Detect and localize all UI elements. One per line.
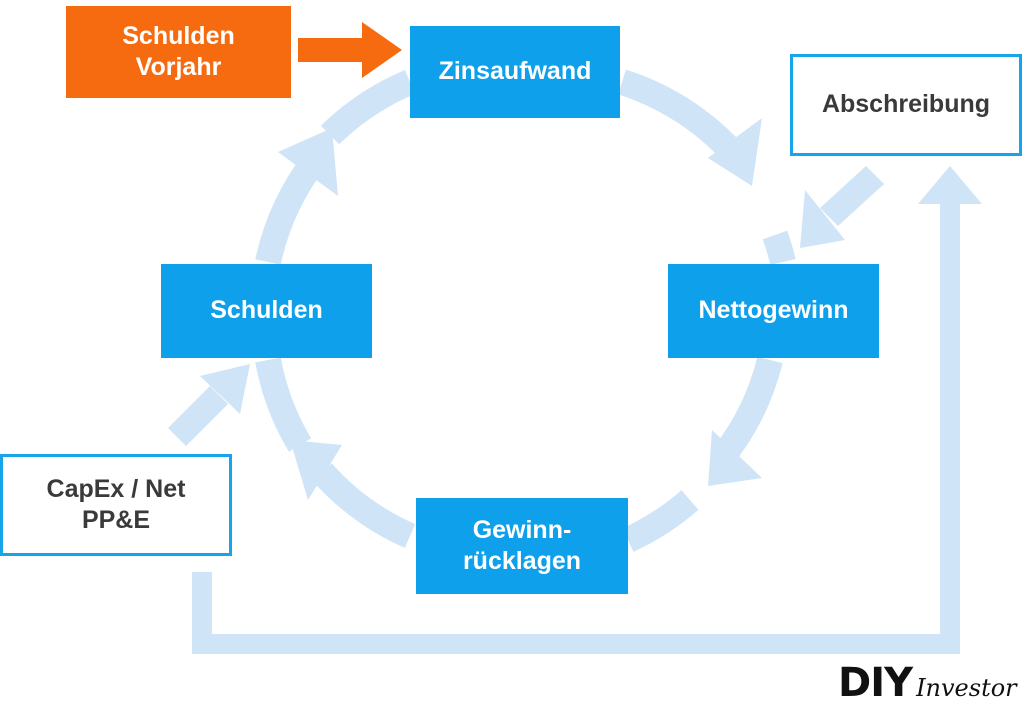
cycle-arc-top-left bbox=[320, 70, 416, 145]
schulden-vorjahr-box: Schulden Vorjahr bbox=[66, 6, 291, 98]
cycle-arc-gewinn-schulden bbox=[312, 463, 416, 548]
orange-arrow-shaft bbox=[298, 38, 368, 62]
zinsaufwand-box: Zinsaufwand bbox=[410, 26, 620, 118]
gewinnruecklagen-line1: Gewinn- bbox=[472, 515, 572, 544]
nettogewinn-box: Nettogewinn bbox=[668, 264, 879, 358]
cycle-arc-schulden-low bbox=[255, 357, 312, 452]
loop-right-leg bbox=[940, 200, 960, 654]
gewinnruecklagen-box: Gewinn- rücklagen bbox=[416, 498, 628, 594]
orange-arrowhead bbox=[362, 22, 402, 78]
logo-diy: DIY bbox=[838, 660, 913, 706]
loop-left-leg bbox=[192, 572, 212, 654]
gewinnruecklagen-line2: rücklagen bbox=[462, 547, 582, 575]
nettogewinn-label: Nettogewinn bbox=[698, 296, 849, 325]
cycle-arrowhead-right-top bbox=[708, 118, 762, 186]
loop-bottom-leg bbox=[192, 634, 960, 654]
schulden-vorjahr-line1: Schulden bbox=[122, 21, 235, 50]
logo-investor: Investor bbox=[916, 674, 1017, 702]
cycle-arc-zins-netto bbox=[617, 69, 745, 164]
diy-investor-logo: DIY Investor bbox=[838, 660, 1017, 706]
zinsaufwand-label: Zinsaufwand bbox=[438, 57, 592, 86]
capex-arrowhead bbox=[200, 364, 250, 414]
capex-line2: PP&E bbox=[81, 506, 151, 534]
cycle-arc-netto-down bbox=[762, 230, 796, 266]
capex-box: CapEx / Net PP&E bbox=[0, 454, 232, 556]
loop-arrowhead bbox=[918, 166, 982, 204]
cycle-arrowhead-left-bottom bbox=[290, 440, 342, 500]
capex-line1: CapEx / Net bbox=[46, 474, 186, 503]
schulden-box: Schulden bbox=[161, 264, 372, 358]
cycle-arc-gewinn-right bbox=[622, 490, 699, 552]
abschreibung-arrow-shaft bbox=[820, 166, 884, 226]
cycle-arrowhead-right-bottom bbox=[708, 430, 762, 486]
schulden-label: Schulden bbox=[210, 296, 323, 325]
cycle-arrowhead-left-top bbox=[278, 128, 338, 196]
capex-arrow-shaft bbox=[168, 386, 228, 446]
abschreibung-box: Abschreibung bbox=[790, 54, 1022, 156]
abschreibung-arrowhead bbox=[800, 190, 845, 248]
cycle-arc-schulden-zins bbox=[255, 152, 326, 265]
schulden-vorjahr-line2: Vorjahr bbox=[135, 53, 222, 81]
abschreibung-label: Abschreibung bbox=[821, 90, 991, 119]
